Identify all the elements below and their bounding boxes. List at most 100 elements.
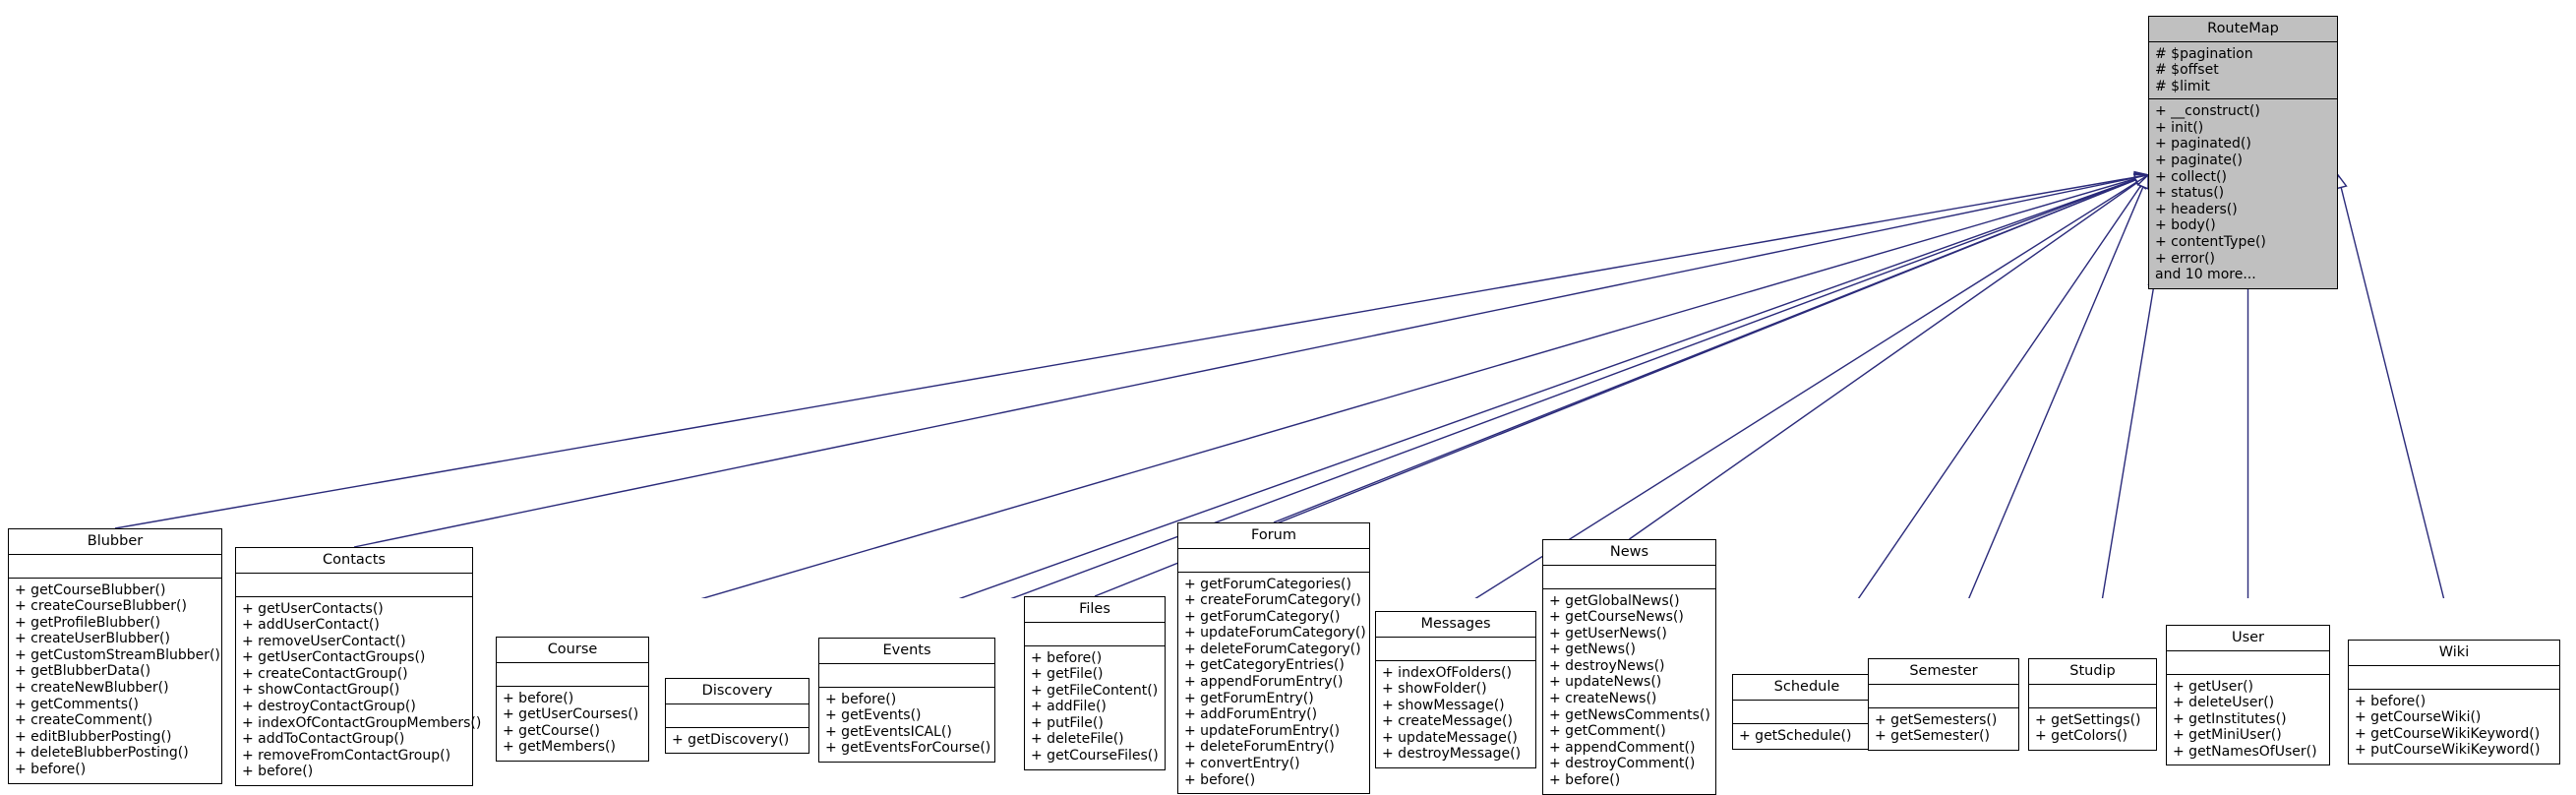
class-operations-studip: + getSettings()+ getColors() — [2029, 708, 2156, 750]
class-name-routemap: RouteMap — [2149, 17, 2337, 42]
class-member: + getUserCourses() — [503, 706, 639, 723]
class-member: + getCustomStreamBlubber() — [15, 646, 220, 663]
inheritance-edge-studip-to-routemap — [2101, 271, 2161, 598]
class-operations-messages: + indexOfFolders()+ showFolder()+ showMe… — [1376, 661, 1535, 768]
class-member: + updateMessage() — [1382, 729, 1518, 746]
class-member: + getColors() — [2035, 728, 2127, 745]
class-operations-forum: + getForumCategories()+ createForumCateg… — [1178, 573, 1369, 794]
class-member: + getCourseBlubber() — [15, 581, 166, 598]
class-name-schedule: Schedule — [1733, 675, 1881, 701]
class-attributes-studip — [2029, 685, 2156, 708]
class-member: + contentType() — [2155, 234, 2266, 251]
class-member: + createForumCategory() — [1184, 592, 1361, 609]
class-name-forum: Forum — [1178, 523, 1369, 549]
class-node-contacts[interactable]: Contacts + getUserContacts()+ addUserCont… — [235, 547, 481, 787]
class-member: + showFolder() — [1382, 681, 1487, 698]
class-member: + addUserContact() — [242, 617, 380, 634]
class-member: + getUserContacts() — [242, 600, 384, 617]
class-member: + getSemester() — [1875, 728, 1990, 745]
class-member: + putFile() — [1031, 714, 1104, 731]
class-member: + before() — [503, 690, 574, 706]
class-member: + getComment() — [1549, 723, 1666, 740]
class-operations-user: + getUser()+ deleteUser()+ getInstitutes… — [2167, 675, 2329, 765]
class-node-events[interactable]: Events + before()+ getEvents()+ getEvents… — [818, 638, 995, 763]
class-member: + destroyContactGroup() — [242, 699, 416, 715]
class-member: # $pagination — [2155, 45, 2253, 62]
class-name-studip: Studip — [2029, 659, 2156, 685]
uml-class-diagram-canvas: RouteMap# $pagination# $offset# $limit+ … — [8, 16, 2560, 795]
class-node-discovery[interactable]: Discovery+ getDiscovery() — [665, 678, 809, 755]
class-operations-schedule: + getSchedule() — [1733, 724, 1881, 750]
class-member: + getUserContactGroups() — [242, 649, 426, 666]
inheritance-edge-news-to-routemap — [1629, 173, 2150, 540]
class-name-news: News — [1543, 540, 1715, 566]
class-name-messages: Messages — [1376, 612, 1535, 638]
class-member: + before() — [1031, 649, 1103, 666]
class-member: + appendForumEntry() — [1184, 674, 1344, 691]
class-member: + getInstitutes() — [2173, 710, 2287, 727]
class-member: + getSemesters() — [1875, 711, 1998, 728]
class-member: + getMiniUser() — [2173, 727, 2282, 744]
class-member: + getCourseWikiKeyword() — [2355, 725, 2541, 742]
class-node-wiki[interactable]: Wiki+ before()+ getCourseWiki()+ getCour… — [2348, 640, 2560, 764]
class-member: + createUserBlubber() — [15, 631, 170, 647]
class-node-routemap[interactable]: RouteMap# $pagination# $offset# $limit+ … — [2148, 16, 2338, 289]
inheritance-edge-wiki-to-routemap — [2334, 173, 2445, 598]
class-member: + getForumEntry() — [1184, 690, 1314, 706]
class-member: + getForumCategories() — [1184, 576, 1351, 592]
class-member: + removeUserContact() — [242, 633, 406, 649]
class-node-semester[interactable]: Semester + getSemesters()+ getSemester() — [1868, 658, 2019, 751]
class-attributes-wiki — [2349, 666, 2559, 690]
class-member: + destroyComment() — [1549, 756, 1696, 772]
class-member: + body() — [2155, 217, 2216, 234]
class-member: + getCourseWiki() — [2355, 709, 2482, 726]
class-node-schedule[interactable]: Schedule + getSchedule() — [1732, 674, 1882, 751]
class-operations-contacts: + getUserContacts()+ addUserContact()+ r… — [236, 597, 481, 786]
class-attributes-contacts — [236, 574, 472, 597]
class-node-blubber[interactable]: Blubber+ getCourseBlubber()+ createCours… — [8, 528, 222, 784]
class-member: + getNews() — [1549, 642, 1636, 658]
class-member: + removeFromContactGroup() — [242, 747, 451, 764]
class-member: + error() — [2155, 250, 2215, 267]
class-member: + destroyMessage() — [1382, 746, 1522, 763]
class-node-studip[interactable]: Studip + getSettings()+ getColors() — [2028, 658, 2157, 751]
class-attributes-semester — [1869, 685, 2018, 708]
class-member: + paginate() — [2155, 153, 2243, 169]
class-node-course[interactable]: Course+ before()+ getUserCourses()+ getC… — [496, 637, 649, 762]
inheritance-edge-contacts-to-routemap — [353, 171, 2150, 548]
class-attributes-forum — [1178, 549, 1369, 573]
class-member: + status() — [2155, 185, 2225, 202]
inheritance-edge-schedule-to-routemap — [1857, 173, 2150, 598]
class-attributes-files — [1025, 623, 1165, 646]
class-member: + createNewBlubber() — [15, 680, 169, 697]
class-member: + putCourseWikiKeyword() — [2355, 742, 2541, 759]
class-member: + indexOfFolders() — [1382, 664, 1512, 681]
class-member: + createContactGroup() — [242, 665, 408, 682]
class-member: + deleteForumCategory() — [1184, 641, 1361, 657]
class-member: + convertEntry() — [1184, 756, 1300, 772]
class-member: + deleteFile() — [1031, 731, 1124, 748]
class-member: + getEvents() — [825, 707, 922, 724]
class-member: + getMembers() — [503, 739, 616, 756]
class-member: + getSchedule() — [1739, 727, 1852, 744]
class-name-course: Course — [497, 638, 648, 663]
class-member: + before() — [15, 762, 87, 778]
class-name-semester: Semester — [1869, 659, 2018, 685]
class-member: + addToContactGroup() — [242, 731, 405, 748]
class-operations-discovery: + getDiscovery() — [666, 728, 809, 754]
class-member: + getUser() — [2173, 678, 2254, 695]
class-node-messages[interactable]: Messages + indexOfFolders()+ showFolder()… — [1375, 611, 1536, 769]
class-name-contacts: Contacts — [236, 548, 472, 574]
class-member: + init() — [2155, 119, 2204, 136]
class-member: + updateNews() — [1549, 674, 1662, 691]
class-node-news[interactable]: News+ getGlobalNews()+ getCourseNews()+ … — [1542, 539, 1716, 795]
class-member: + deleteUser() — [2173, 695, 2275, 711]
class-member: and 10 more... — [2155, 267, 2256, 283]
class-node-forum[interactable]: Forum + getForumCategories()+ createForum… — [1177, 522, 1370, 795]
class-node-user[interactable]: User+ getUser()+ deleteUser()+ getInstit… — [2166, 625, 2330, 766]
class-operations-events: + before()+ getEvents()+ getEventsICAL()… — [819, 688, 994, 762]
class-node-files[interactable]: Files+ before()+ getFile()+ getFileConte… — [1024, 596, 1166, 770]
class-member: + paginated() — [2155, 136, 2251, 153]
class-name-events: Events — [819, 639, 994, 664]
class-member: + before() — [2355, 693, 2426, 709]
